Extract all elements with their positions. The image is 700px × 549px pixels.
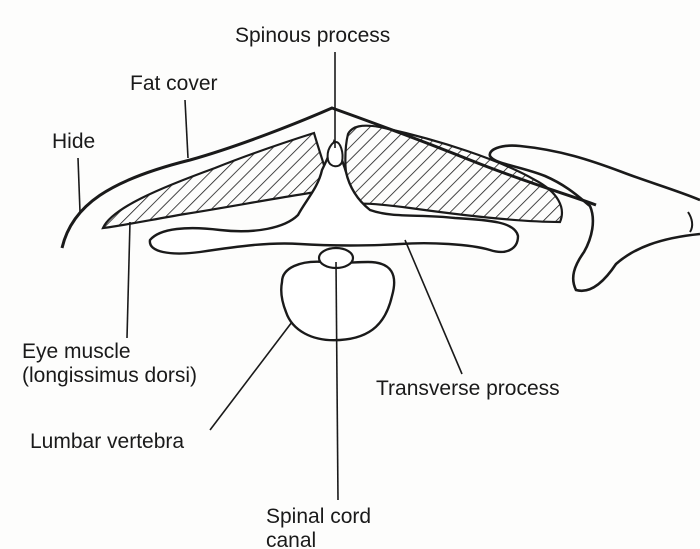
leader-fat-cover <box>185 100 188 158</box>
label-spinous-process: Spinous process <box>235 24 390 48</box>
lumbar-vertebra-body <box>281 262 394 341</box>
label-eye-muscle-line2: (longissimus dorsi) <box>22 364 197 388</box>
eye-muscle-left <box>103 133 330 228</box>
leader-lumbar <box>210 322 292 430</box>
eye-muscle-right <box>345 126 562 222</box>
label-eye-muscle: Eye muscle (longissimus dorsi) <box>22 340 197 387</box>
leader-transverse <box>405 240 462 374</box>
leader-hide <box>78 158 80 212</box>
label-spinal-cord-line1: Spinal cord <box>266 505 371 529</box>
label-lumbar-vertebra: Lumbar vertebra <box>30 430 184 454</box>
label-eye-muscle-line1: Eye muscle <box>22 340 197 364</box>
leader-eye-muscle <box>127 222 130 338</box>
label-hide: Hide <box>52 130 95 154</box>
label-spinal-cord-canal: Spinal cord canal <box>266 505 371 549</box>
label-fat-cover: Fat cover <box>130 72 218 96</box>
label-spinal-cord-line2: canal <box>266 529 371 549</box>
hand-knuckle-detail <box>688 212 692 232</box>
label-transverse-process: Transverse process <box>376 377 560 401</box>
